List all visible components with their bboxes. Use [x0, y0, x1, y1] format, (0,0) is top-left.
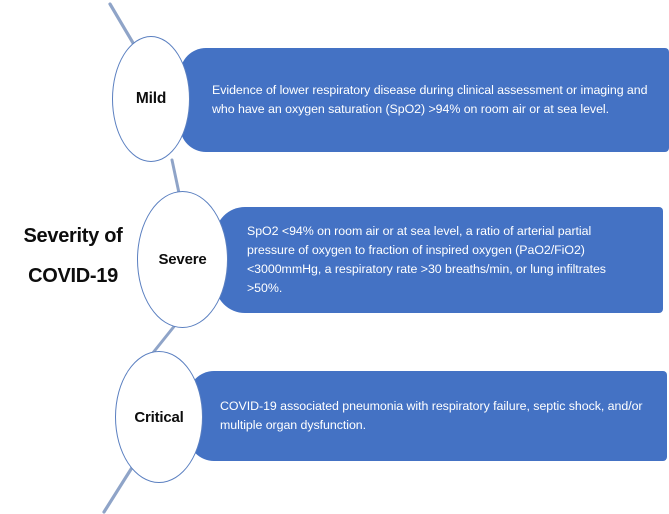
description-text-mild: Evidence of lower respiratory disease du…	[212, 83, 648, 116]
page-title-line-1: Severity of	[23, 225, 123, 247]
description-bar-severe: SpO2 <94% on room air or at sea level, a…	[215, 207, 663, 313]
severity-node-mild: Mild	[112, 36, 190, 162]
page-title: Severity of COVID-19	[12, 216, 134, 296]
connector-top-stem	[108, 2, 138, 50]
severity-node-severe: Severe	[137, 191, 228, 328]
severity-node-label-mild: Mild	[135, 90, 167, 107]
severity-node-label-critical: Critical	[134, 408, 184, 426]
connector-mild-to-severe	[170, 158, 181, 195]
connector-severe-to-critical	[150, 322, 178, 356]
description-bar-critical: COVID-19 associated pneumonia with respi…	[188, 371, 667, 461]
description-text-critical: COVID-19 associated pneumonia with respi…	[220, 399, 643, 432]
description-bar-mild: Evidence of lower respiratory disease du…	[180, 48, 669, 152]
severity-node-critical: Critical	[115, 351, 203, 483]
description-text-severe: SpO2 <94% on room air or at sea level, a…	[247, 224, 606, 295]
page-title-line-2: COVID-19	[28, 265, 118, 287]
connector-bottom-stem	[102, 464, 135, 514]
severity-node-label-severe: Severe	[158, 251, 207, 268]
